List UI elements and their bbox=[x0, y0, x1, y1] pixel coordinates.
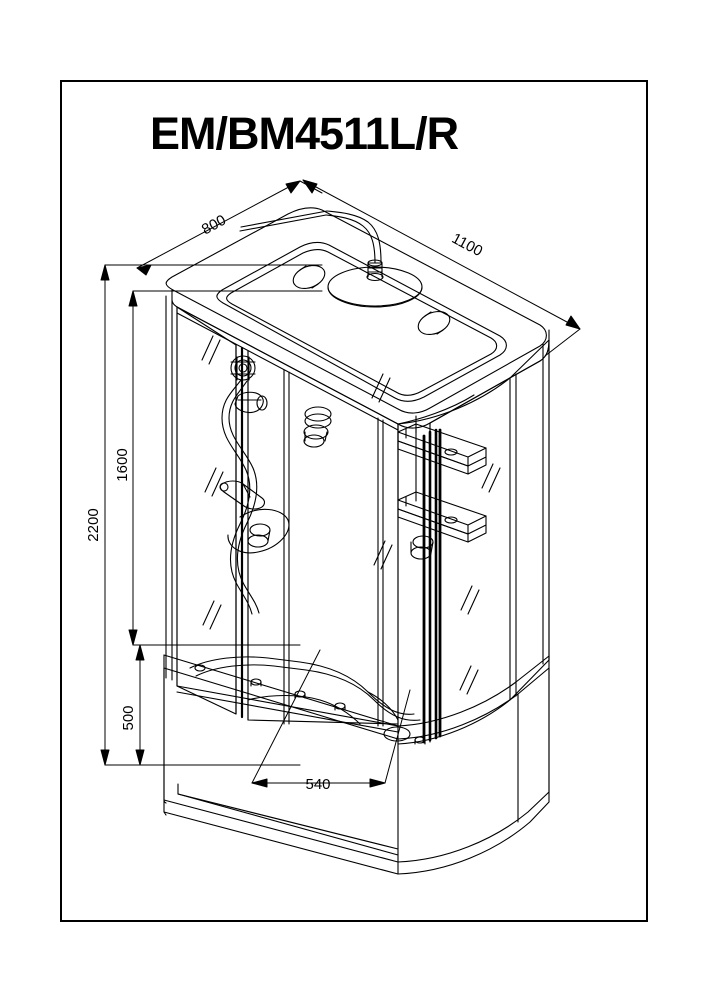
shower-arm bbox=[239, 210, 382, 264]
dimension-lines bbox=[100, 179, 581, 788]
dimension-label-width: 1100 bbox=[449, 230, 485, 260]
rain-shower-head bbox=[327, 259, 423, 308]
hand-shower-head bbox=[219, 480, 265, 510]
cabin-body bbox=[165, 295, 550, 745]
shower-tray bbox=[163, 654, 550, 745]
sliding-doors bbox=[176, 306, 475, 743]
ceiling-light-left bbox=[292, 265, 326, 289]
door-handles bbox=[422, 428, 442, 744]
drain bbox=[383, 726, 411, 742]
body-jet-lower bbox=[227, 508, 290, 554]
shelf-upper bbox=[397, 423, 487, 475]
shower-hose bbox=[221, 379, 260, 615]
dimension-label-tray-height: 500 bbox=[120, 705, 137, 730]
shelf-support-rails bbox=[397, 415, 417, 501]
ceiling-light-right bbox=[417, 311, 451, 335]
page-title: EM/BM4511L/R bbox=[150, 108, 459, 159]
dimension-label-depth: 800 bbox=[199, 212, 229, 239]
dimension-label-tray-width: 540 bbox=[305, 776, 330, 793]
mixer-valve bbox=[230, 355, 256, 381]
dimension-label-cabin-height: 1600 bbox=[114, 448, 131, 481]
dimension-label-total-height: 2200 bbox=[85, 508, 102, 541]
body-jet-upper bbox=[303, 406, 332, 448]
tray-apron bbox=[163, 654, 550, 875]
tray-jets bbox=[194, 664, 426, 745]
drawing-border bbox=[60, 80, 648, 922]
hand-shower-holder bbox=[234, 391, 268, 414]
shelf-lower bbox=[397, 491, 487, 543]
roof-canopy bbox=[165, 207, 550, 429]
glass-reflection-marks bbox=[201, 335, 501, 695]
